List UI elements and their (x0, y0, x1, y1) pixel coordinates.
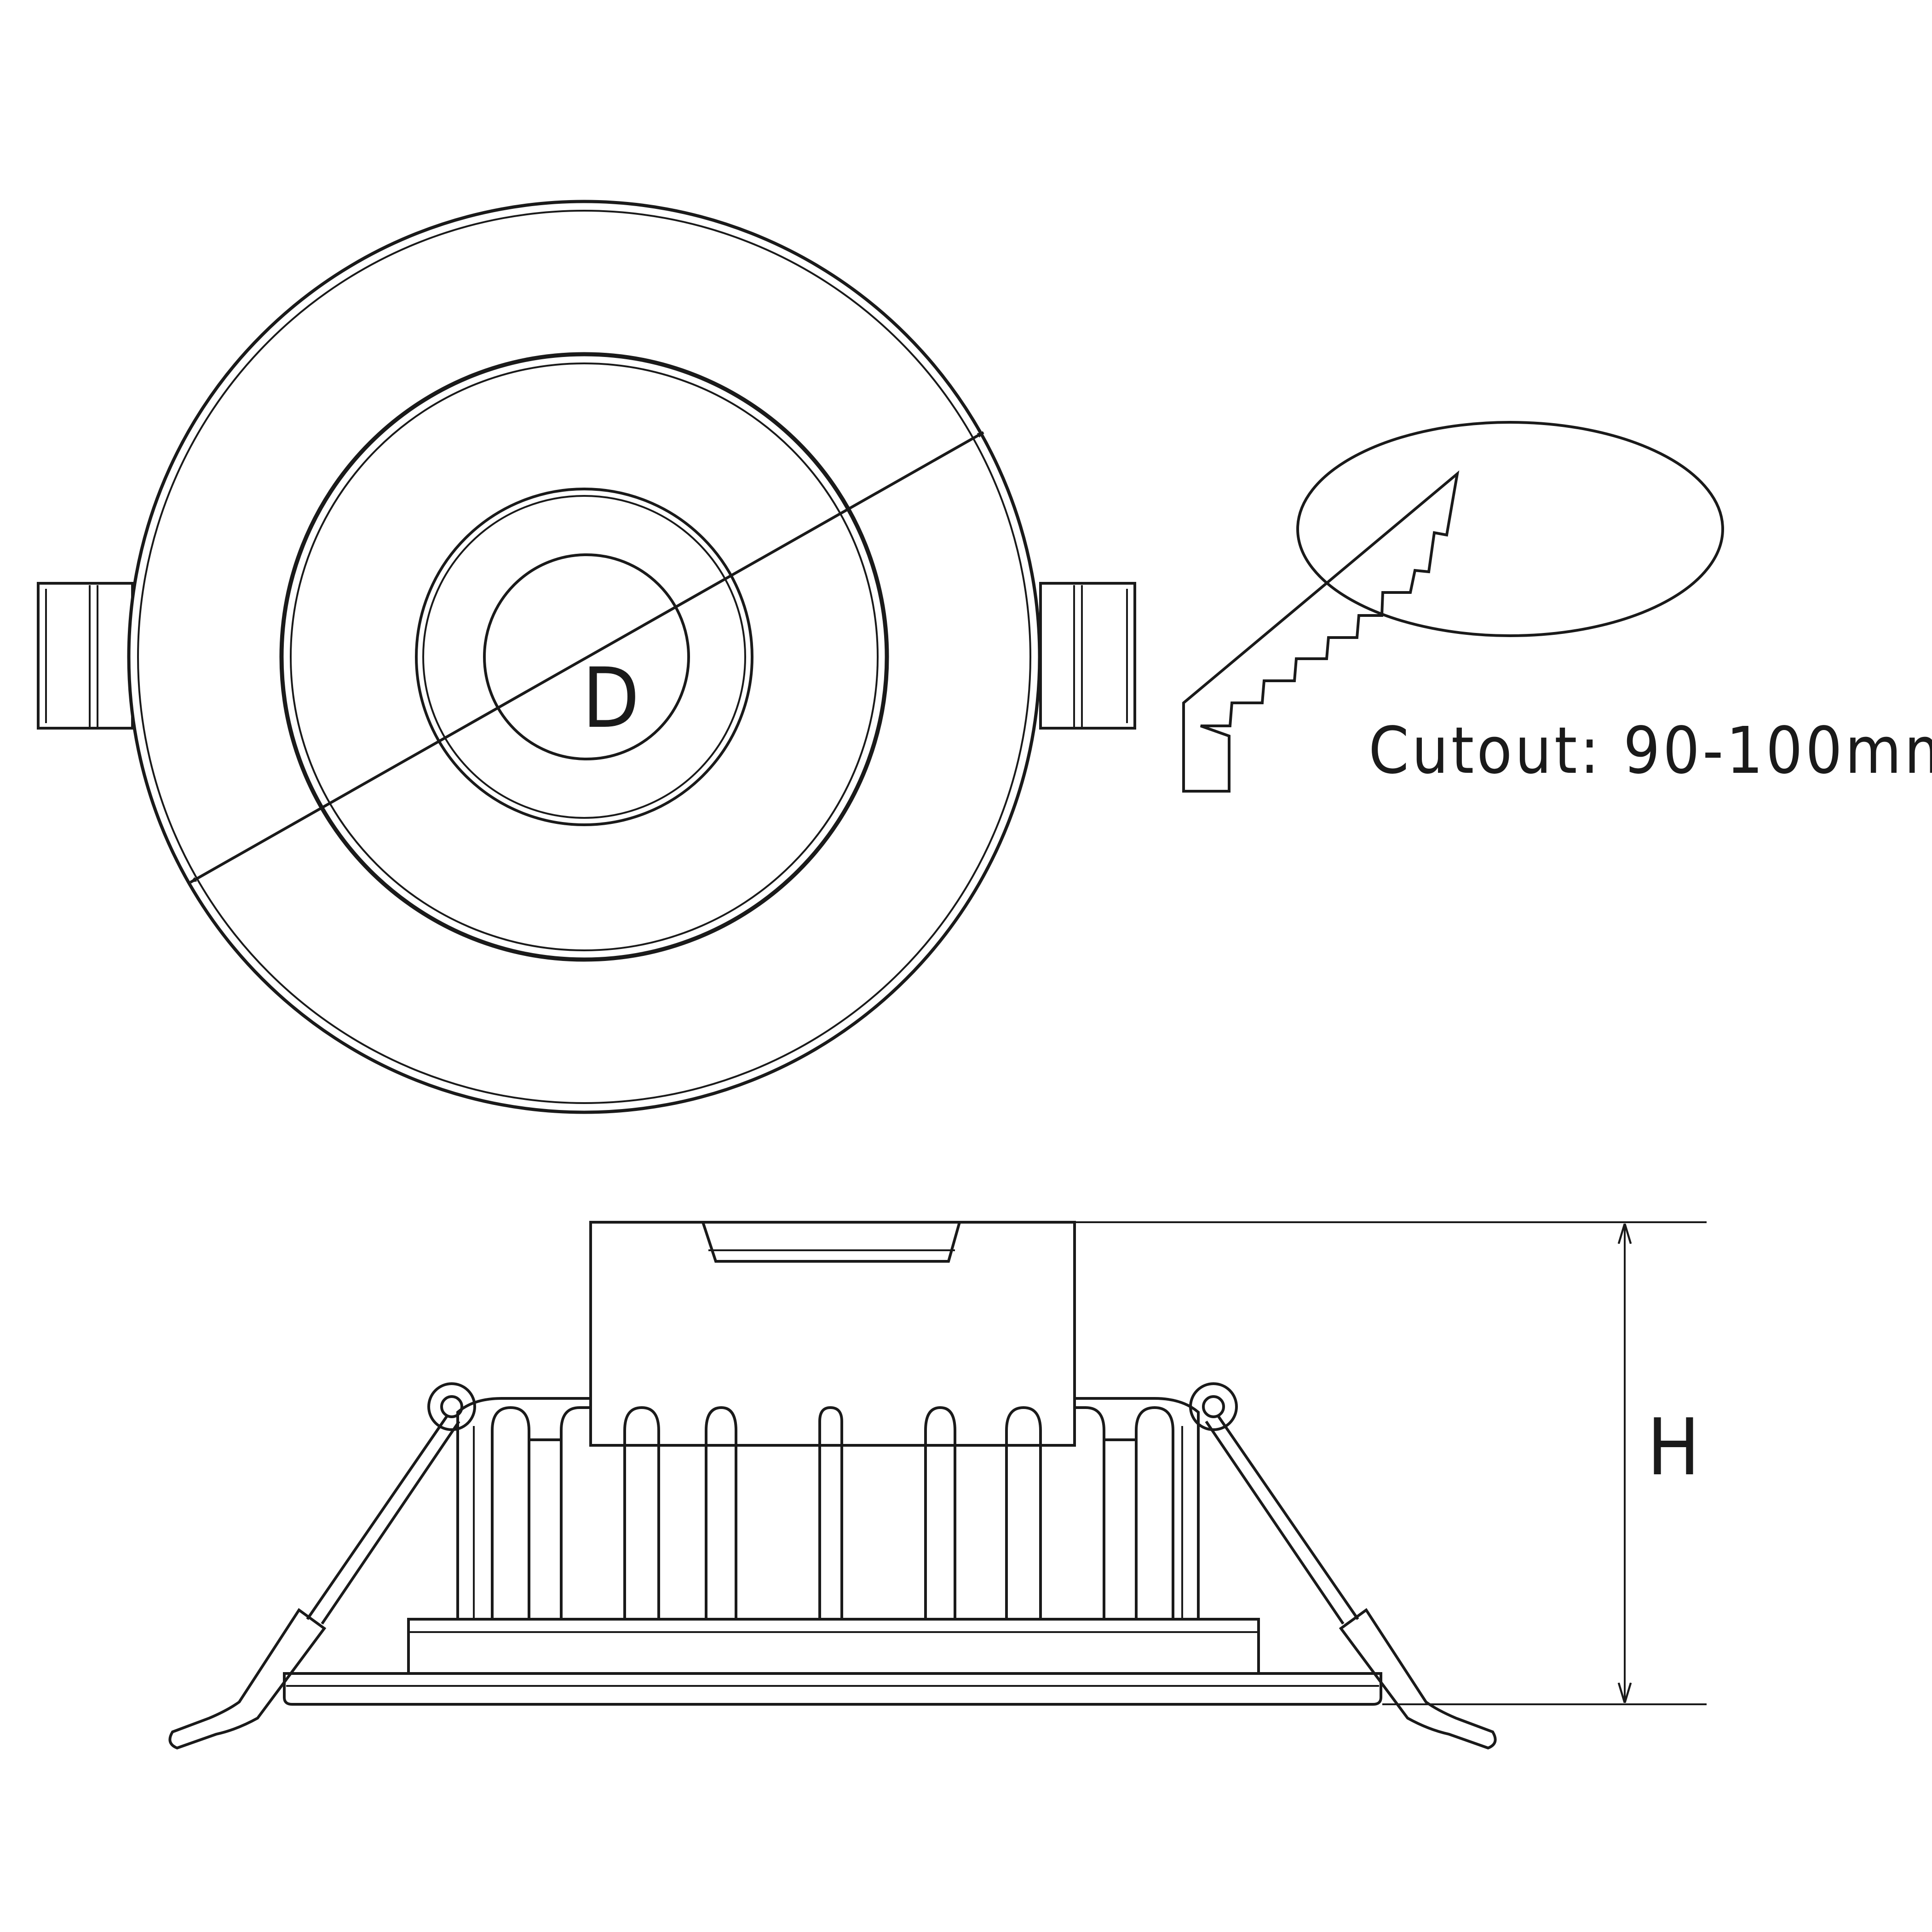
diameter-dimension-arrow (190, 431, 984, 884)
cutout-symbol: Cutout: 90-100mm (1182, 421, 1932, 793)
driver-box-notch (702, 1222, 961, 1263)
outer-bezel-inner-edge (137, 210, 1031, 1104)
left-clip (37, 582, 134, 730)
height-label: H (1647, 1402, 1700, 1493)
side-view: H (168, 1221, 1707, 1750)
bottom-flange (283, 1672, 1382, 1706)
right-clip (1039, 582, 1136, 730)
heat-sink (456, 1397, 1200, 1619)
saw-blade-icon (1182, 470, 1460, 793)
cutout-label: Cutout: 90-100mm (1368, 713, 1932, 788)
driver-box (589, 1221, 1076, 1447)
cutout-ellipse (1296, 421, 1724, 637)
right-spring-clip (1189, 1382, 1497, 1750)
trim-ring (407, 1618, 1260, 1675)
left-spring-clip (168, 1382, 476, 1750)
top-view: D (37, 200, 1136, 1114)
diameter-label: D (582, 650, 640, 747)
